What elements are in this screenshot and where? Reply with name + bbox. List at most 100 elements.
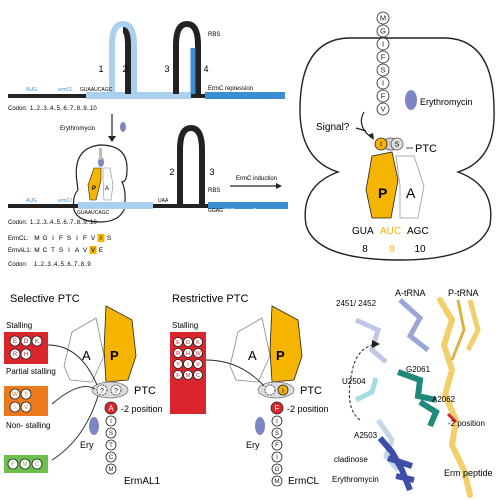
erythromycin-label: Erythromycin	[420, 97, 473, 107]
chain-tail-aa-circle	[105, 415, 117, 427]
aa-question-circle	[96, 384, 108, 396]
chain-aa-circle	[376, 89, 390, 103]
chain-aa: G	[376, 24, 390, 38]
stalling-aa-d: E	[173, 337, 183, 347]
stem-number-4: 4	[203, 64, 208, 74]
codon-numbers-3: 1..2..3..4..5..6..7..8..9	[34, 262, 91, 268]
stalling-arrow-d	[205, 359, 265, 387]
a2503-label: A2503	[354, 431, 378, 440]
stalling-aa-d: F	[173, 370, 183, 380]
aa-s: S	[395, 142, 400, 149]
ermal1-label: ErmAL1	[124, 476, 161, 487]
erythromycin-icon	[405, 90, 417, 110]
chain-aa: V	[376, 102, 390, 116]
u2504-structure	[354, 377, 379, 403]
chain-aa-letter: F	[381, 91, 386, 100]
arrow-right-icon	[276, 183, 282, 189]
codon-label-3: Codon:	[8, 262, 28, 268]
signal-label: Signal?	[316, 122, 350, 133]
minus2-label: -2 position	[121, 404, 163, 414]
aa-i-circle	[374, 137, 388, 151]
ermcl-label: ermCL	[58, 87, 73, 93]
stalling-aa-d: R	[173, 348, 183, 358]
chain-aa-circle	[376, 24, 390, 38]
stalling-aa-d-letter: M	[186, 373, 191, 379]
panel-a: 1 2 3 4 RBS AUG ermCL GUAAUCAGC ErmC rep…	[8, 20, 288, 268]
stalling-aa-d: Y	[173, 359, 183, 369]
minus2-aa-d: F	[275, 404, 280, 413]
minus2-circle	[104, 401, 118, 415]
nonstalling-aa-letter: F	[11, 461, 15, 468]
stem-loop-3	[177, 124, 205, 204]
chain-tail-aa-d-letter: G	[275, 466, 280, 473]
p-site-trna-d	[269, 305, 303, 383]
stalling-aa-d-letter: D	[186, 340, 190, 346]
p-label-d: P	[276, 348, 285, 363]
ermal1-seq-label: ErmAL1:	[8, 248, 32, 254]
pos2451-label: 2451/ 2452	[336, 299, 377, 308]
stalling-aa-circle	[20, 348, 32, 360]
erythromycin-icon	[120, 122, 126, 132]
partial-aa-circle	[20, 401, 32, 413]
partial-aa: W	[9, 388, 21, 400]
nonstalling-aa: C	[31, 458, 43, 470]
erm-peptide-label-line: Erm peptide	[444, 468, 493, 478]
selective-ptc-title: Selective PTC	[10, 293, 80, 305]
stem-loop-2	[173, 20, 201, 94]
stalling-aa-letter: K	[35, 338, 40, 345]
codon-num-1: 8	[362, 244, 368, 255]
mrna-line-3	[153, 204, 208, 208]
chain-tail-aa-letter: S	[109, 430, 113, 437]
chain-tail-aa-d: I	[271, 415, 283, 427]
stalling-aa-d-letter: V	[196, 362, 200, 368]
ptc-label: PTC	[415, 143, 437, 155]
a2062-structure	[418, 399, 440, 428]
stalling-aa-d-circle	[183, 359, 193, 369]
panel-e: A-tRNA P-tRNA 2451/ 2452 G2061 U2504 A20…	[332, 288, 493, 498]
codon-numbers-2: 1..2..3..4..5..6..7..8..9..10	[30, 220, 97, 226]
stalling-aa-d-letter: H	[186, 351, 190, 357]
stalling-aa-d-letter: I	[187, 362, 189, 368]
a-site-trna	[102, 167, 114, 201]
ermcl-aa: I	[100, 235, 102, 242]
partial-aa-letter: W	[12, 391, 18, 398]
ermcl-aa: S	[107, 235, 112, 242]
chain-tail-aa-circle	[105, 427, 117, 439]
stalling-aa-letter: H	[24, 351, 29, 358]
aug2-label: AUG	[26, 198, 37, 204]
partial-label-line: Partial stalling	[6, 367, 56, 376]
stalling-aa-d: D	[183, 337, 193, 347]
chain-tail-aa-d: S	[271, 427, 283, 439]
chain-tail-aa-letter: M	[108, 466, 113, 473]
signal-arrow-head-icon	[368, 133, 374, 140]
stalling-aa-d: V	[193, 359, 203, 369]
aa-question-circle-2	[110, 384, 122, 396]
stalling-aa-d: H	[183, 348, 193, 358]
arrow-head-icon	[108, 136, 116, 142]
chain-tail-aa-d-letter: I	[276, 418, 278, 425]
chain-aa-circle	[376, 76, 390, 90]
chain-aa-letter: I	[382, 78, 384, 87]
stalling-aa-d-letter: C	[196, 373, 200, 379]
chain-tail-aa: S	[105, 427, 117, 439]
ery-icon-d	[255, 417, 265, 435]
partial-aa-letter: I	[14, 404, 16, 411]
stalling-aa: E	[9, 335, 21, 347]
a-label-b: A	[406, 185, 416, 201]
rbs2-label: RBS	[208, 188, 220, 194]
nonstalling-aa-circle	[19, 458, 31, 470]
stalling-aa-d-circle	[173, 370, 183, 380]
partial-arrow	[51, 386, 96, 405]
p-site-trna-c	[103, 305, 137, 383]
erythromycin-structure	[377, 436, 415, 492]
minus2-circle-d	[270, 401, 284, 415]
stalling-aa-d-letter: F	[176, 373, 180, 379]
stalling-aa-d-circle	[183, 348, 193, 358]
a-label-d: A	[248, 348, 257, 363]
chain-tail-aa-d-letter: I	[276, 454, 278, 461]
codon-num-2: 9	[389, 244, 395, 255]
stalling-label-d: Stalling	[172, 321, 198, 330]
